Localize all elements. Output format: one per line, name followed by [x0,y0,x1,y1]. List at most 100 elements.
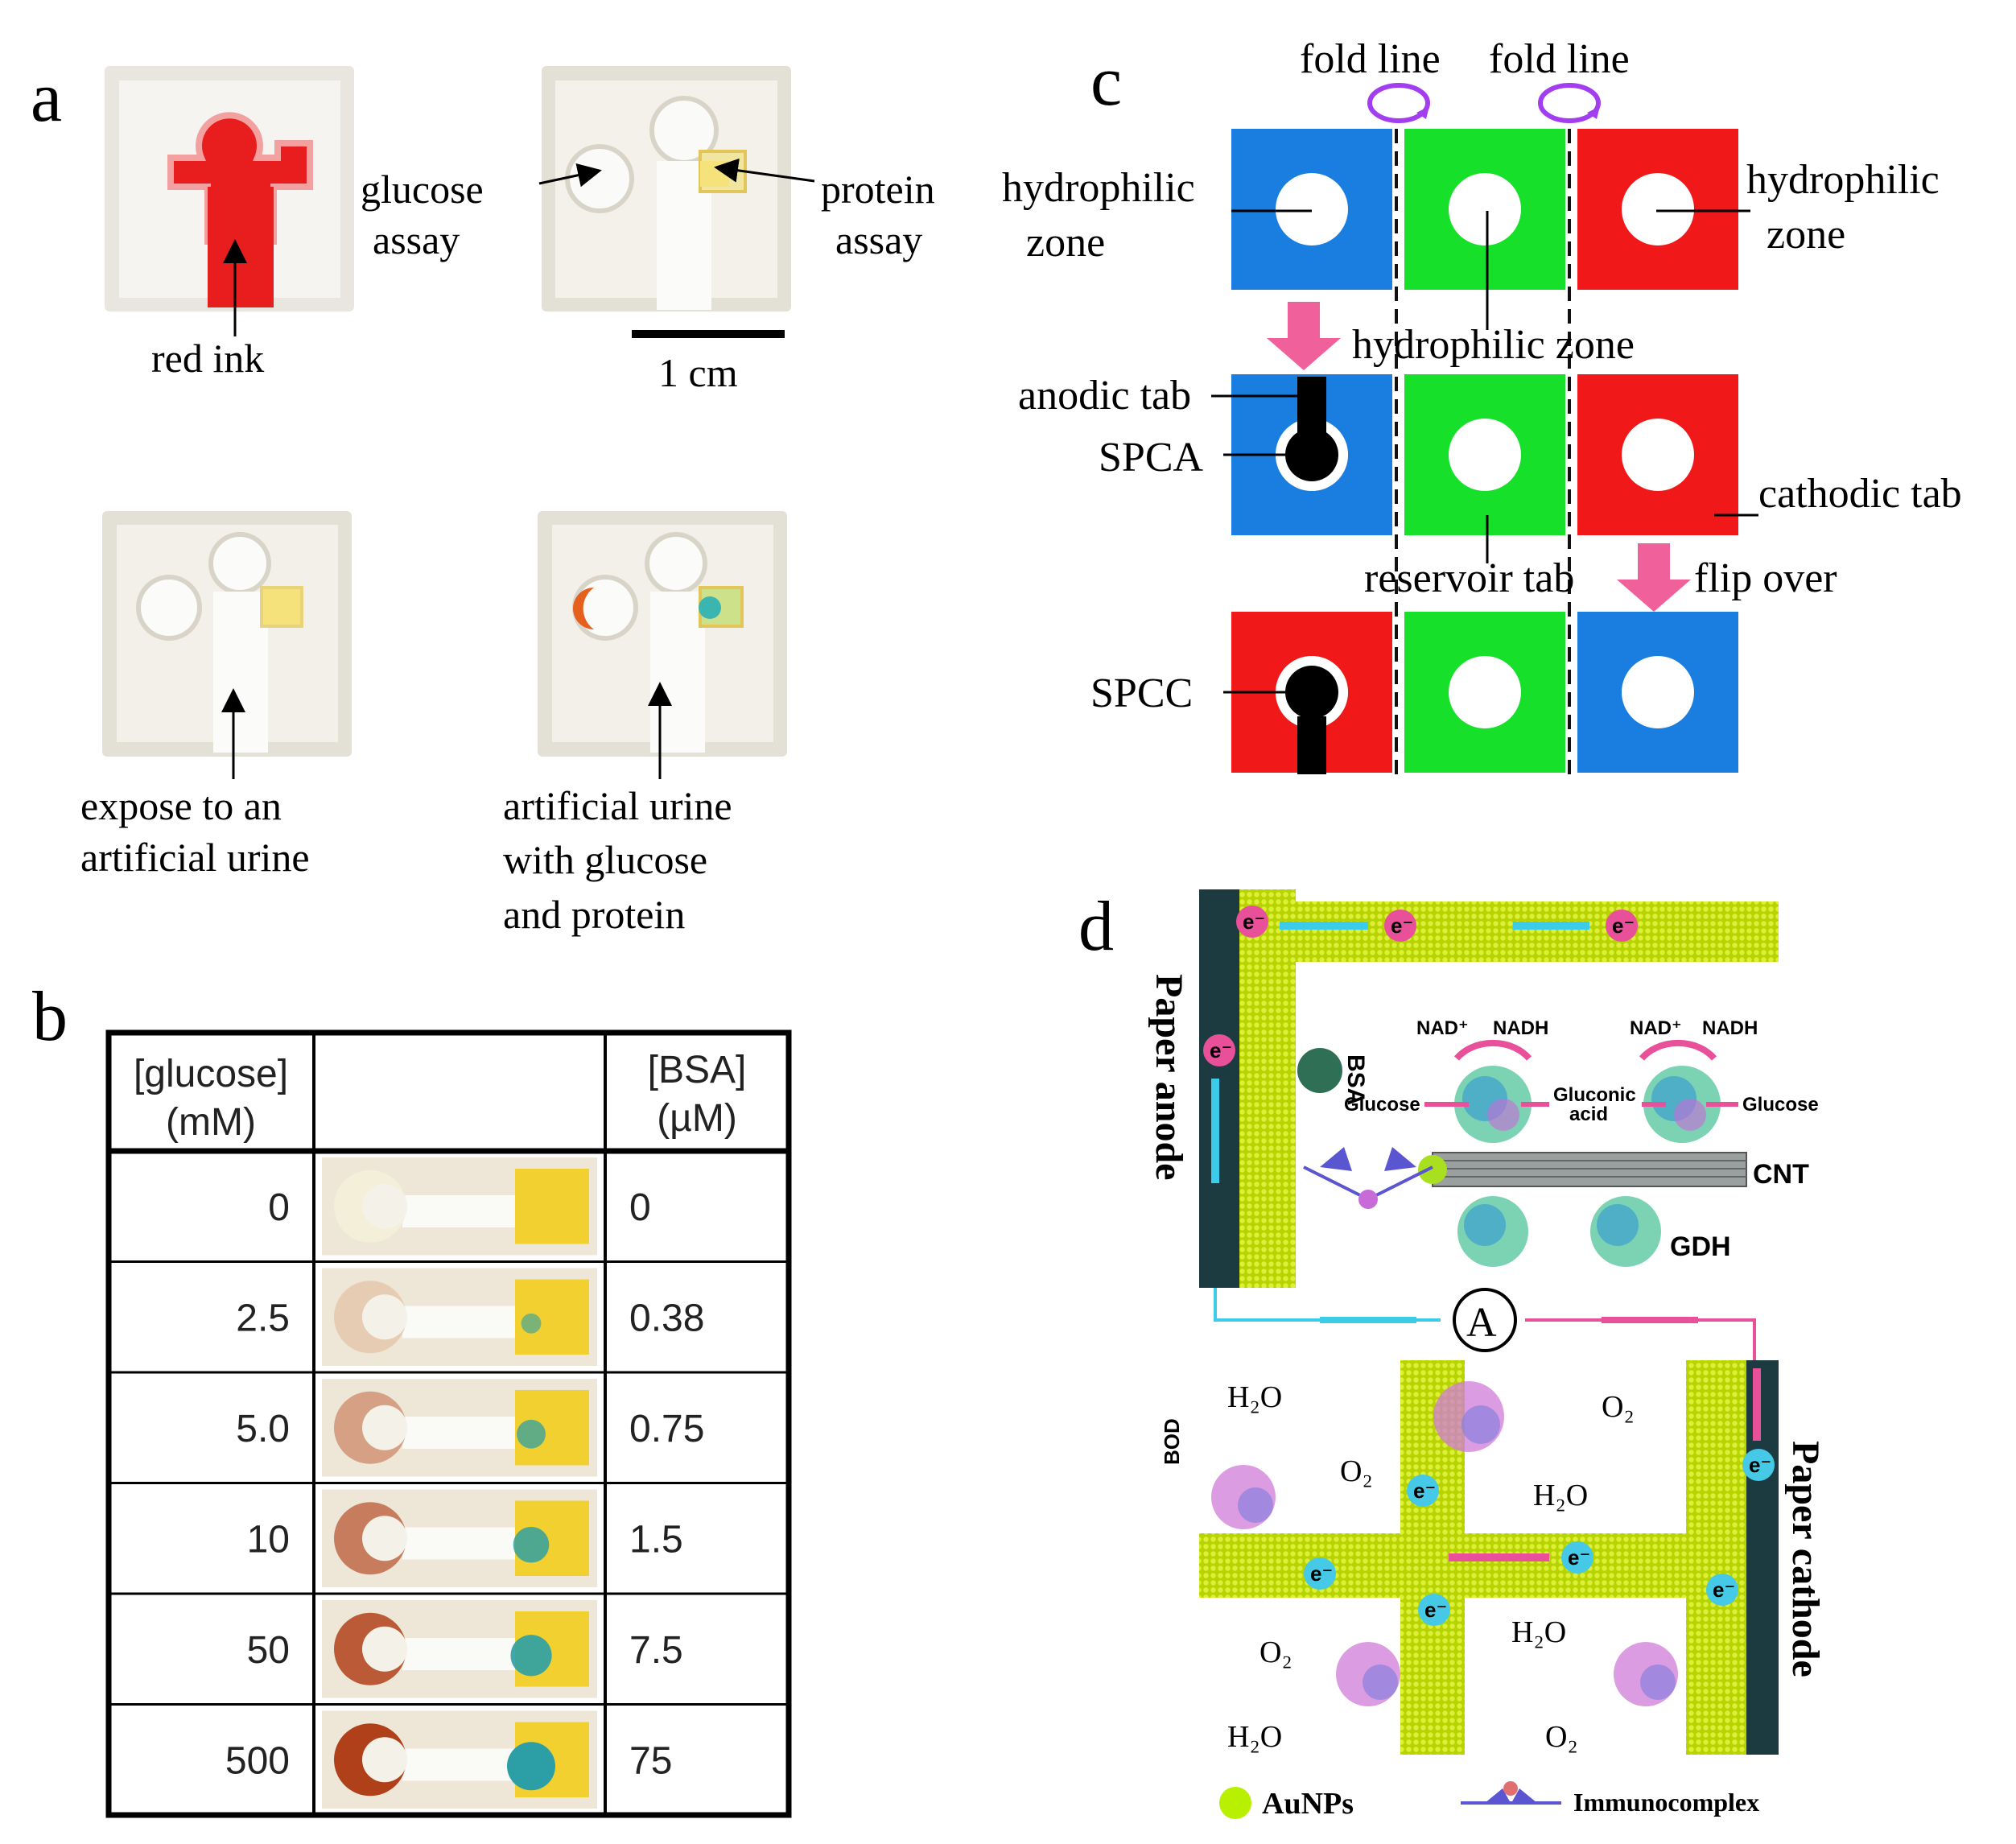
bsa-value: 0 [629,1186,651,1229]
down-arrow-icon [1267,302,1341,370]
glucose-value: 500 [225,1739,290,1782]
label-spca: SPCA [1099,435,1204,481]
label-cnt: CNT [1753,1159,1809,1190]
ammeter-icon [1453,1288,1517,1352]
glucose-value: 50 [247,1629,290,1672]
nad-cycle-arrow-2 [1639,1039,1717,1061]
panel-a: a [31,59,935,937]
label-glucose-2: Glucose [1742,1094,1819,1116]
header-glucose-1: [glucose] [134,1053,288,1095]
label-expose-1: expose to an [80,783,282,828]
label-expose-2: artificial urine [80,835,310,880]
hydrophilic-zone-r1-c1 [1276,173,1348,245]
panel-letter-b: b [32,978,68,1056]
electron-cathode-5: e⁻ [1304,1557,1336,1590]
svg-text:e⁻: e⁻ [1413,1479,1436,1503]
hydrophilic-zone-r3-c3 [1622,656,1694,728]
label-gdh: GDH [1670,1231,1731,1262]
cathode-right-strip [1686,1360,1746,1755]
label-nad-1: NAD⁺ [1416,1017,1469,1039]
label-gluconic-2: acid [1569,1104,1608,1125]
label-hydrophilic-center: hydrophilic zone [1352,322,1635,368]
panel-letter-d: d [1078,888,1114,966]
label-flip-over: flip over [1694,555,1837,601]
svg-text:e⁻: e⁻ [1243,910,1265,934]
table-row: 5.0 0.75 [236,1379,704,1477]
panel-c: c fold line fold line [1002,36,1962,777]
svg-text:e⁻: e⁻ [1713,1578,1735,1602]
svg-text:e⁻: e⁻ [1612,914,1635,938]
electron-cathode-1: e⁻ [1742,1449,1775,1481]
label-fold-line-1: fold line [1300,36,1441,82]
electron-anode-4: e⁻ [1203,1034,1235,1066]
bsa-value: 0.75 [629,1408,704,1450]
protein-spot [515,1169,589,1244]
svg-text:e⁻: e⁻ [1391,914,1413,938]
header-bsa-1: [BSA] [648,1049,747,1091]
label-aunps: AuNPs [1262,1787,1354,1821]
hydrophilic-zone-r3-c2 [1449,656,1521,728]
aunps-legend-icon [1219,1787,1251,1819]
label-o2-3: O₂ [1259,1636,1292,1669]
label-hydrophilic-left-2: zone [1026,220,1105,266]
bsa-value: 0.38 [629,1297,704,1339]
label-reservoir-tab: reservoir tab [1364,555,1574,601]
bsa-value: 1.5 [629,1518,683,1561]
header-glucose-2: (mM) [166,1101,256,1144]
label-protein-assay-2: assay [835,217,922,262]
bsa-value: 75 [629,1739,672,1782]
label-glucose-assay-2: assay [373,217,460,262]
label-h2o-4: H₂O [1511,1615,1566,1649]
device-empty [542,66,791,311]
electron-cathode-4: e⁻ [1407,1475,1439,1507]
electron-cathode-6: e⁻ [1418,1594,1450,1626]
label-glucose-1: Glucose [1344,1094,1420,1116]
spca-electrode [1276,377,1348,491]
svg-text:e⁻: e⁻ [1568,1545,1590,1570]
device-with-glucose-protein [538,511,787,757]
bod-enzyme-4 [1614,1642,1678,1706]
bsa-value: 7.5 [629,1629,683,1672]
cnt-tube [1418,1152,1747,1187]
label-hydrophilic-right-1: hydrophilic [1746,157,1940,203]
label-artificial-1: artificial urine [503,783,732,828]
label-bod: BOD [1160,1418,1184,1465]
label-nadh-1: NADH [1493,1017,1548,1039]
svg-text:e⁻: e⁻ [1310,1561,1333,1586]
label-immunocomplex: Immunocomplex [1573,1788,1759,1817]
glucose-value: 10 [247,1518,290,1561]
flip-arrow-icon [1617,543,1691,612]
anode-horizontal-strip [1239,901,1779,962]
label-o2-2: O₂ [1602,1390,1635,1424]
electron-anode-1: e⁻ [1236,905,1268,938]
fold-rotate-icon-1 [1367,83,1430,123]
label-bsa: BSA [1342,1054,1369,1105]
label-o2-4: O₂ [1545,1720,1578,1754]
label-red-ink: red ink [151,336,264,381]
cathode-dark-strip [1746,1360,1779,1755]
label-paper-cathode: Paper cathode [1784,1441,1827,1677]
label-hydrophilic-left-1: hydrophilic [1002,165,1195,211]
label-fold-line-2: fold line [1489,36,1630,82]
label-ammeter: A [1466,1300,1497,1346]
label-o2-1: O₂ [1340,1454,1373,1488]
label-nadh-2: NADH [1702,1017,1758,1039]
svg-text:e⁻: e⁻ [1424,1598,1447,1622]
hydrophilic-zone-r1-c3 [1622,173,1694,245]
label-glucose-assay-1: glucose [361,167,484,212]
label-paper-anode: Paper anode [1148,974,1190,1180]
hydrophilic-zone-r1-c2 [1449,173,1521,245]
electron-cathode-3: e⁻ [1561,1541,1593,1574]
table-row: 500 75 [225,1710,672,1809]
device-exposed [102,511,352,757]
glucose-value: 5.0 [236,1408,290,1450]
label-protein-assay-1: protein [821,167,935,212]
label-anodic-tab: anodic tab [1018,373,1191,419]
bsa-icon [1297,1048,1342,1093]
